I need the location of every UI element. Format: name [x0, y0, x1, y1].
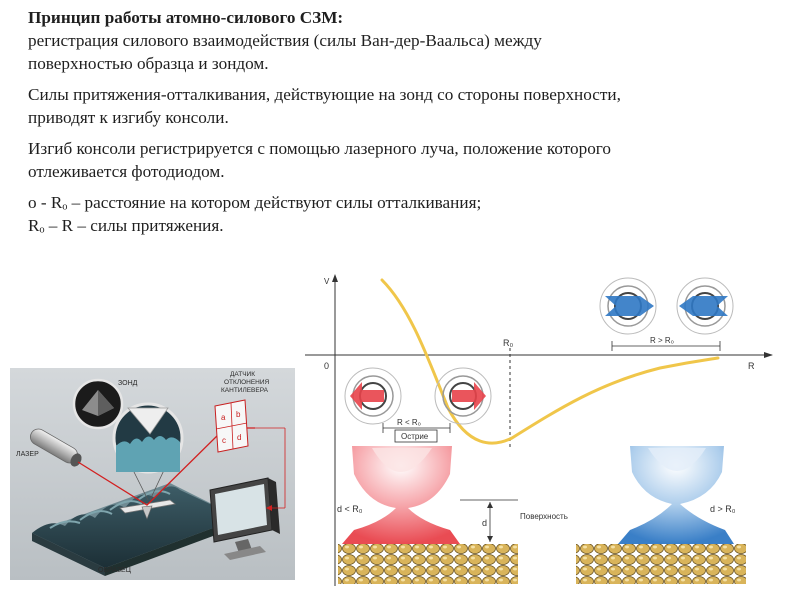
principle-line-1: регистрация силового взаимодействия (сил…: [28, 31, 542, 50]
d-less-label: d < R₀: [337, 504, 363, 514]
afm-setup-illustration: ОБРАЗЕЦ ЛАЗЕР a b c d ДАТЧИК ОТКЛОНЕНИЯ …: [10, 368, 295, 585]
origin-label: 0: [324, 361, 329, 371]
paragraph-forces: Силы притяжения-отталкивания, действующи…: [28, 83, 788, 129]
repulsive-tip: [342, 446, 460, 544]
photodiode-cell-c: c: [222, 436, 226, 445]
sensor-label-line-1: ДАТЧИК: [230, 371, 255, 378]
afm-setup-svg: ОБРАЗЕЦ ЛАЗЕР a b c d ДАТЧИК ОТКЛОНЕНИЯ …: [10, 368, 295, 580]
surface-label: Поверхность: [520, 512, 568, 521]
potential-curve: [380, 278, 720, 445]
probe-zoom-circle: [112, 402, 184, 501]
d-greater-label: d > R₀: [710, 504, 736, 514]
monitor-icon: [209, 477, 280, 560]
sensor-label-line-3: КАНТИЛЕВЕРА: [221, 387, 269, 394]
r-axis-label: R: [748, 361, 755, 371]
slide-text: Принцип работы атомно-силового СЗМ: реги…: [28, 6, 788, 245]
r0-label: R₀: [503, 338, 513, 348]
sample-label: ОБРАЗЕЦ: [98, 567, 132, 574]
photodiode-cell-d: d: [237, 433, 241, 442]
surface-atoms-left: [338, 544, 518, 584]
r-axis-arrow: [764, 352, 773, 358]
principle-line-2: поверхностью образца и зондом.: [28, 54, 269, 73]
sample-block: [32, 483, 240, 576]
paragraph-ranges: o - Rₒ – расстояние на котором действуют…: [28, 191, 788, 237]
distance-arrow-up: [487, 502, 493, 508]
v-axis-label: V: [324, 277, 330, 286]
probe-label: ЗОНД: [118, 380, 138, 387]
paragraph-principle: Принцип работы атомно-силового СЗМ: реги…: [28, 6, 788, 75]
laser-line-2: отлеживается фотодиодом.: [28, 162, 225, 181]
distance-label: d: [482, 518, 487, 528]
potential-diagram-svg: V R 0 R₀ R < R₀ Острие R > R₀: [305, 274, 773, 586]
sensor-label-line-2: ОТКЛОНЕНИЯ: [224, 379, 270, 386]
v-axis-arrow: [332, 274, 338, 282]
paragraph-laser: Изгиб консоли регистрируется с помощью л…: [28, 137, 788, 183]
tip-label-box: [394, 429, 438, 443]
laser-line-1: Изгиб консоли регистрируется с помощью л…: [28, 139, 612, 158]
repulsion-atoms: [344, 367, 492, 425]
signal-arrowhead: [266, 505, 272, 511]
r-less-label: R < R₀: [397, 418, 421, 427]
ranges-line-1: o - Rₒ – расстояние на котором действуют…: [28, 193, 482, 212]
potential-diagram: V R 0 R₀ R < R₀ Острие R > R₀: [300, 268, 780, 593]
photodiode-cell-a: a: [221, 413, 226, 422]
cantilever: [119, 499, 176, 520]
surface-atoms-right: [576, 544, 746, 584]
forces-line-2: приводят к изгибу консоли.: [28, 108, 229, 127]
tip-label: Острие: [401, 432, 429, 441]
forces-line-1: Силы притяжения-отталкивания, действующи…: [28, 85, 621, 104]
attraction-atoms: [599, 277, 734, 335]
probe-icon-circle: [72, 378, 124, 430]
laser-device: [30, 428, 82, 467]
photodiode-sensor: [214, 399, 249, 453]
distance-arrow-down: [487, 536, 493, 542]
r-greater-label: R > R₀: [650, 336, 674, 345]
ranges-line-2: Rₒ – R – силы притяжения.: [28, 216, 224, 235]
photodiode-cell-b: b: [236, 410, 241, 419]
attractive-tip: [618, 446, 734, 544]
slide-title: Принцип работы атомно-силового СЗМ:: [28, 8, 344, 27]
laser-label: ЛАЗЕР: [16, 451, 39, 458]
